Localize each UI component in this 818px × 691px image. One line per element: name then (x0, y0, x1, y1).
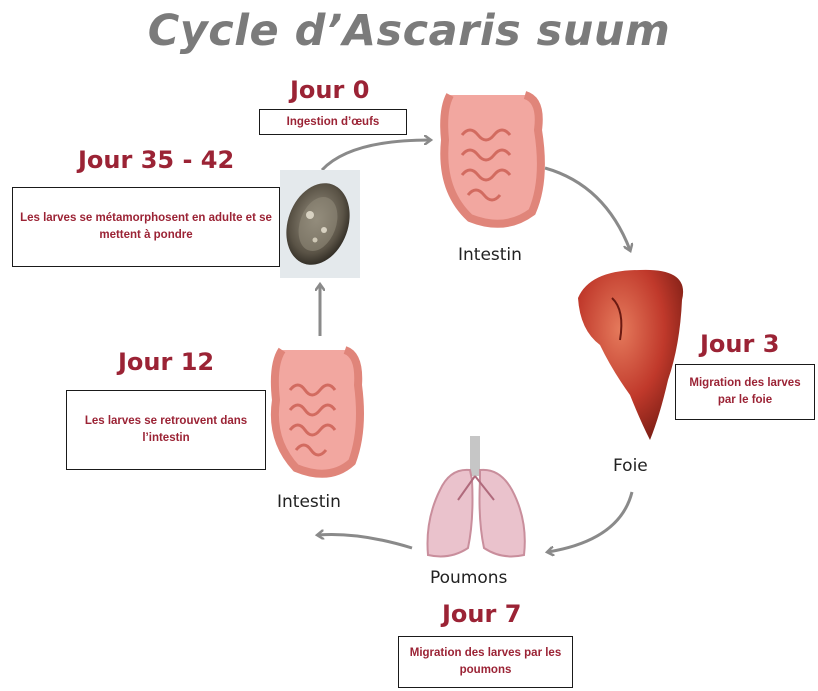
day7-label: Jour 7 (442, 600, 521, 628)
arrow-egg-to-intestine (322, 140, 430, 170)
organ-label-poumons: Poumons (430, 568, 507, 588)
lungs-icon (428, 436, 525, 556)
day7-caption: Migration des larves par les poumons (398, 636, 573, 688)
arrow-liver-to-lungs (548, 492, 632, 552)
intestine-icon (275, 350, 360, 474)
organ-label-intestin-left: Intestin (277, 492, 341, 512)
liver-icon (578, 270, 683, 440)
day0-label: Jour 0 (290, 76, 369, 104)
day12-caption: Les larves se retrouvent dans l’intestin (66, 390, 266, 470)
egg-icon (275, 170, 360, 278)
day0-caption: Ingestion d’œufs (259, 109, 407, 135)
intestine-icon (444, 95, 541, 224)
day12-label: Jour 12 (118, 348, 214, 376)
arrow-lungs-to-intestine (318, 535, 412, 548)
arrow-intestine-to-liver (545, 168, 630, 250)
day3-label: Jour 3 (700, 330, 779, 358)
day3-caption: Migration des larves par le foie (675, 364, 815, 420)
organ-label-foie: Foie (613, 456, 648, 476)
day35-label: Jour 35 - 42 (78, 146, 234, 174)
organ-label-intestin-top: Intestin (458, 245, 522, 265)
day35-caption: Les larves se métamorphosent en adulte e… (12, 187, 280, 267)
